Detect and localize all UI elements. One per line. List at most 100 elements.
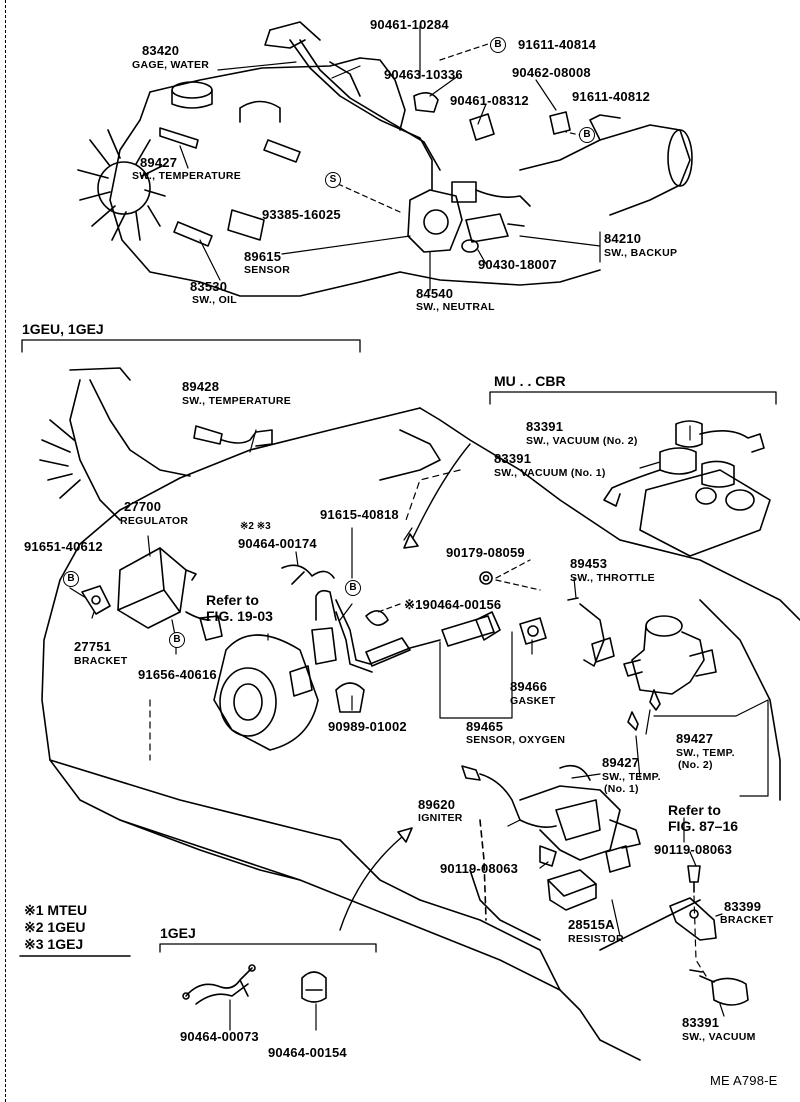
reference-fig-87-16[interactable]: Refer to FIG. 87–16 — [668, 802, 738, 834]
part-name-oxygen-sensor: SENSOR, OXYGEN — [466, 734, 566, 746]
fan-middle — [39, 419, 81, 499]
bolt-90119-right — [687, 865, 701, 893]
arrow-head-upper — [403, 533, 419, 549]
part-sub-no1: (No. 1) — [604, 783, 639, 795]
sensors-top — [159, 127, 301, 247]
regulator-shape — [117, 547, 211, 629]
reference-fig-87-16-line2: FIG. 87–16 — [668, 818, 739, 835]
part-number-83391-no1: 83391 — [494, 451, 532, 466]
part-number-91656-40616: 91656-40616 — [138, 667, 217, 682]
arrow-curve-lower — [339, 831, 409, 931]
legend-mark-3: ※3 — [24, 935, 44, 952]
part-number-89427-no1: 89427 — [602, 755, 640, 770]
part-name-bracket-83399: BRACKET — [720, 914, 774, 926]
vacuum-switch-group — [603, 420, 771, 557]
clamp-90989 — [335, 682, 365, 713]
part-number-90462-08008: 90462-08008 — [512, 65, 591, 80]
part-name-throttle-switch: SW., THROTTLE — [570, 572, 655, 584]
legend-row-3: ※3 1GEJ — [24, 936, 87, 953]
arrow-head-lower — [397, 827, 413, 843]
throttle-switch — [567, 597, 615, 667]
part-number-89428: 89428 — [182, 379, 220, 394]
connector-regulator — [199, 615, 223, 641]
part-name-vacuum-switch: SW., VACUUM — [682, 1031, 756, 1043]
part-number-83391-no2: 83391 — [526, 419, 564, 434]
circle-mark-s: S — [325, 172, 341, 188]
part-name-resistor: RESISTOR — [568, 933, 624, 945]
fan-top — [77, 129, 166, 241]
section-label-mu-cbr: MU . . CBR — [494, 373, 566, 389]
temp-switches-throttle — [627, 689, 661, 731]
section-label-1gej-bottom: 1GEJ — [160, 925, 196, 941]
part-number-83530: 83530 — [190, 279, 228, 294]
part-number-91615-40818: 91615-40818 — [320, 507, 399, 522]
part-number-89620: 89620 — [418, 797, 456, 812]
bracket-1geu-1gej — [21, 339, 361, 353]
part-number-27751: 27751 — [74, 639, 112, 654]
part-number-190464-00156: ※190464-00156 — [404, 597, 502, 612]
thermostat-housing — [239, 100, 281, 123]
part-number-90179-08059: 90179-08059 — [446, 545, 525, 560]
engine-top-outline — [109, 57, 693, 297]
part-number-83420: 83420 — [142, 43, 180, 58]
part-name-neutral-switch: SW., NEUTRAL — [416, 301, 495, 313]
part-number-90464-00174: 90464-00174 — [238, 536, 317, 551]
alternator-shape — [213, 634, 319, 751]
part-number-90119-08063-left: 90119-08063 — [440, 861, 519, 876]
clip-90464-00073 — [182, 964, 256, 1005]
part-name-vacuum-switch-no1: SW., VACUUM (No. 1) — [494, 467, 606, 479]
leaders-top — [179, 25, 601, 291]
part-number-84210: 84210 — [604, 231, 642, 246]
part-number-89427-no2: 89427 — [676, 731, 714, 746]
part-number-90119-08063-right: 90119-08063 — [654, 842, 733, 857]
part-name-vacuum-switch-no2: SW., VACUUM (No. 2) — [526, 435, 638, 447]
part-number-91611-40814: 91611-40814 — [518, 37, 597, 52]
band-clip-156 — [365, 610, 389, 626]
part-number-83391-vacuum: 83391 — [682, 1015, 720, 1030]
part-number-89427-top: 89427 — [140, 155, 178, 170]
harness-clip-174 — [281, 564, 335, 585]
part-number-89615: 89615 — [244, 249, 282, 264]
bracket-1gej-bottom — [159, 943, 377, 953]
part-name-temp-switch-no2: SW., TEMP. — [676, 747, 735, 759]
part-sub-no2: (No. 2) — [678, 759, 713, 771]
water-gage-cap — [171, 81, 213, 99]
legend-code-3: 1GEJ — [47, 935, 84, 952]
legend-mark-1: ※1 — [24, 902, 44, 918]
section-label-1geu-1gej: 1GEU, 1GEJ — [22, 321, 104, 337]
applicability-legend: ※1 MTEU ※2 1GEU ※3 1GEJ — [24, 902, 87, 952]
part-number-89466: 89466 — [510, 679, 548, 694]
throttle-body — [623, 615, 717, 695]
part-name-water-gage: GAGE, WATER — [132, 59, 210, 71]
part-number-90464-00073: 90464-00073 — [180, 1029, 259, 1044]
part-name-temperature-switch-89428: SW., TEMPERATURE — [182, 395, 292, 407]
igniter-assembly — [461, 764, 641, 873]
circle-mark-b-left: B — [63, 571, 79, 587]
bracket-27751 — [81, 585, 111, 615]
resistor-28515 — [547, 869, 597, 911]
part-name-sensor-top: SENSOR — [244, 264, 291, 276]
figure-code: ME A798-E — [710, 1073, 778, 1088]
part-number-89465: 89465 — [466, 719, 504, 734]
sensor-and-pipe-mid — [311, 589, 547, 673]
clip-90464-00154 — [301, 971, 327, 1003]
circle-mark-b-regulator: B — [169, 632, 185, 648]
part-number-90989-01002: 90989-01002 — [328, 719, 407, 734]
reference-fig-19-03[interactable]: Refer to FIG. 19-03 — [206, 592, 273, 624]
part-name-temperature-switch-top: SW., TEMPERATURE — [132, 170, 242, 182]
reference-fig-19-03-line2: FIG. 19-03 — [206, 608, 273, 625]
reference-fig-19-03-line1: Refer to — [206, 592, 259, 608]
part-name-regulator: REGULATOR — [120, 515, 189, 527]
circle-mark-b-top-right: B — [579, 127, 595, 143]
part-number-90461-08312: 90461-08312 — [450, 93, 529, 108]
part-name-gasket: GASKET — [510, 695, 556, 707]
page-edge-dashed-line — [5, 0, 6, 1102]
bracket-mu-cbr — [489, 391, 777, 405]
wire-harness-top — [264, 21, 441, 191]
part-number-91611-40812: 91611-40812 — [572, 89, 651, 104]
legend-mark-2: ※2 — [24, 918, 44, 935]
part-name-bracket-27751: BRACKET — [74, 655, 128, 667]
legend-row-1: ※1 MTEU — [24, 902, 87, 919]
circle-mark-b-top: B — [490, 37, 506, 53]
